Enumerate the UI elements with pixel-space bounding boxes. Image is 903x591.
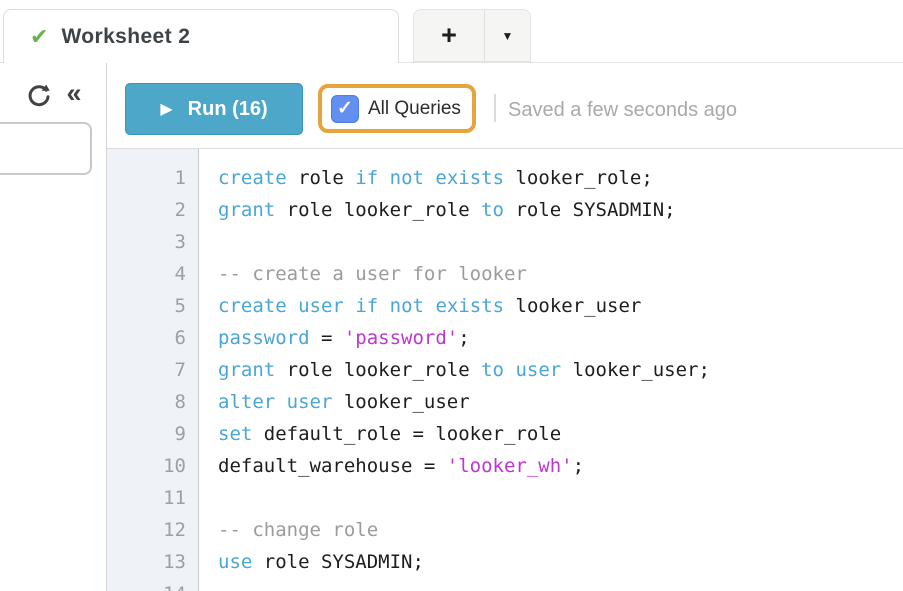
line-number: 5 <box>174 295 186 317</box>
line-number: 14 <box>107 578 186 591</box>
line-number: 9 <box>174 423 186 445</box>
line-number-gutter: 1234567891011121314 <box>107 149 199 591</box>
tab-worksheet-2[interactable]: ✔ Worksheet 2 <box>3 9 399 63</box>
line-number: 8 <box>174 391 186 413</box>
code-line <box>218 482 903 514</box>
line-number: 12 <box>163 519 186 541</box>
line-number: 1 <box>174 167 186 189</box>
line-number: 6 <box>174 327 186 349</box>
all-queries-toggle[interactable]: ✓ All Queries <box>318 84 476 133</box>
sql-editor: 1234567891011121314 create role if not e… <box>107 148 903 591</box>
tab-bar-border <box>0 62 903 63</box>
worksheet-toolbar: ▶ Run (16) ✓ All Queries Saved a few sec… <box>107 63 903 148</box>
refresh-button[interactable] <box>26 83 52 109</box>
code-line: create user if not exists looker_user <box>218 295 642 317</box>
code-line: password = 'password'; <box>218 327 470 349</box>
code-line: alter user looker_user <box>218 391 470 413</box>
object-sidebar: « <box>0 63 107 591</box>
code-line: grant role looker_role to role SYSADMIN; <box>218 199 676 221</box>
code-area[interactable]: create role if not exists looker_role;gr… <box>199 149 903 591</box>
collapse-sidebar-button[interactable]: « <box>59 76 89 110</box>
code-line: create role if not exists looker_role; <box>218 167 653 189</box>
code-line <box>218 578 903 591</box>
line-number: 13 <box>163 551 186 573</box>
worksheet-menu-button[interactable]: ▼ <box>485 10 530 61</box>
code-line: -- create a user for looker <box>218 263 527 285</box>
line-number: 11 <box>163 487 186 509</box>
line-number: 3 <box>174 231 186 253</box>
tab-bar: ✔ Worksheet 2 + ▼ <box>0 0 903 63</box>
code-line: grant role looker_role to user looker_us… <box>218 359 710 381</box>
sidebar-search-input[interactable] <box>0 122 92 175</box>
checkbox-checked-icon[interactable]: ✓ <box>331 94 359 123</box>
tab-label: Worksheet 2 <box>61 24 191 48</box>
chevron-down-icon: ▼ <box>501 28 514 43</box>
code-line: -- change role <box>218 519 379 541</box>
all-queries-label: All Queries <box>368 97 461 119</box>
line-number: 4 <box>174 263 186 285</box>
run-button[interactable]: ▶ Run (16) <box>125 83 303 135</box>
line-number: 2 <box>174 199 186 221</box>
run-button-label: Run (16) <box>187 97 268 120</box>
tab-actions-group: + ▼ <box>413 9 531 62</box>
line-number: 10 <box>163 455 186 477</box>
double-chevron-left-icon: « <box>66 78 82 108</box>
code-line: use role SYSADMIN; <box>218 551 424 573</box>
play-icon: ▶ <box>160 100 173 118</box>
plus-icon: + <box>441 20 457 50</box>
code-line: default_warehouse = 'looker_wh'; <box>218 455 585 477</box>
code-line: set default_role = looker_role <box>218 423 562 445</box>
toolbar-divider <box>494 94 496 122</box>
saved-status: Saved a few seconds ago <box>508 99 738 121</box>
line-number: 7 <box>174 359 186 381</box>
saved-check-icon: ✔ <box>30 23 49 49</box>
new-worksheet-button[interactable]: + <box>414 10 485 61</box>
code-line <box>218 226 903 258</box>
refresh-icon <box>28 84 50 107</box>
